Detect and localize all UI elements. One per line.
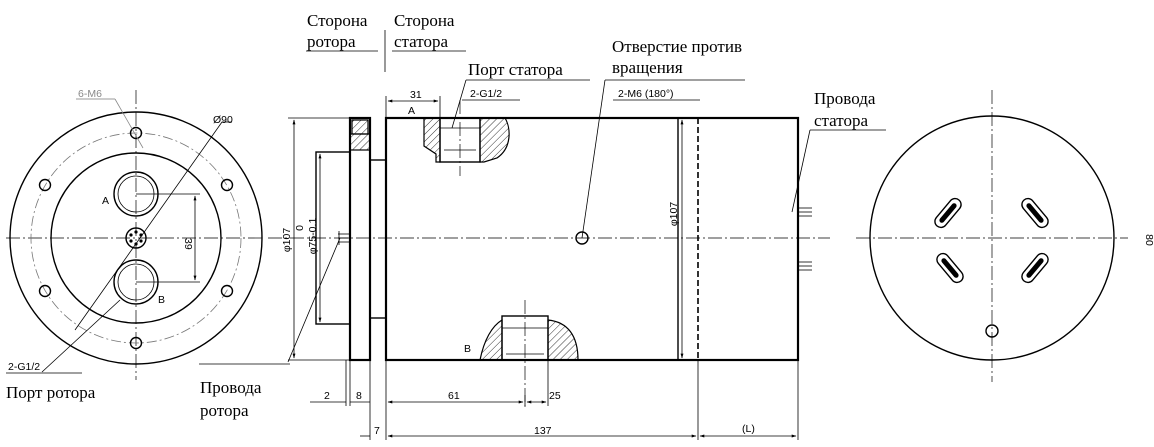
rotor-neck	[369, 159, 387, 319]
dim-31-label: 31	[410, 89, 422, 101]
rotor-side-label-1: Сторона	[307, 11, 368, 30]
bolt-circle	[30, 132, 242, 344]
rotor-flange	[348, 116, 372, 362]
stator-port-a-section	[423, 117, 441, 163]
stator-end-circle	[869, 115, 1115, 361]
spacing-39-label: 39	[182, 238, 194, 250]
stator-port-label: Порт статора	[468, 60, 563, 79]
dim-25-label: 25	[549, 390, 561, 402]
bolt-hole	[38, 178, 52, 192]
dia-75-label: φ75-0.1	[307, 218, 319, 255]
anti-rotation-label-1: Отверстие против	[612, 37, 742, 56]
side-view: Сторона ротора Сторона статора	[199, 11, 886, 440]
dim-80-label: 80	[1143, 234, 1154, 246]
stator-end-view: 80	[856, 90, 1154, 382]
wire-slots	[934, 197, 1049, 284]
rotor-port-label: Порт ротора	[6, 383, 96, 402]
dim-7-label: 7	[374, 425, 380, 437]
bolt-hole	[220, 284, 234, 298]
port-a-label: A	[102, 195, 109, 207]
dia-107-left-label: φ107	[281, 228, 293, 252]
bolt-hole	[129, 126, 143, 140]
stator-wires-label-2: статора	[814, 111, 868, 130]
thread-rotor-label: 2-G1/2	[8, 361, 40, 373]
dia-90-label: Ø90	[213, 114, 233, 126]
rotor-wires-label-2: ротора	[200, 401, 249, 420]
center-connector	[125, 227, 147, 249]
rotor-wires-label-1: Провода	[200, 378, 262, 397]
bolt-hole	[129, 336, 143, 350]
stator-side-label-1: Сторона	[394, 11, 455, 30]
flange-outer-circle	[9, 111, 263, 365]
stator-port-b-section-right	[547, 319, 579, 361]
port-b-label: B	[158, 294, 165, 306]
bolt-hole	[38, 284, 52, 298]
stator-port-b-section	[479, 318, 503, 361]
anti-rotation-hole-end	[985, 324, 999, 338]
dim-L-label: (L)	[742, 423, 755, 435]
stator-wires-label-1: Провода	[814, 89, 876, 108]
rotor-side-label-2: ротора	[307, 32, 356, 51]
stator-body	[384, 116, 800, 362]
thread-stator-label: 2-G1/2	[470, 88, 502, 100]
zero-label: 0	[294, 225, 306, 231]
anti-rotation-label-2: вращения	[612, 58, 683, 77]
dim-137-label: 137	[534, 425, 552, 437]
rotor-end-view: 39 Ø90 2-G1/2 Порт ротора 6-M6 A B	[6, 88, 263, 402]
dim-61-label: 61	[448, 390, 460, 402]
stator-port-b-letter: B	[464, 343, 471, 355]
anti-rotation-hole	[575, 231, 589, 245]
stator-port-a-letter: A	[408, 105, 415, 117]
stator-side-label-2: статора	[394, 32, 448, 51]
dim-8-label: 8	[356, 390, 362, 402]
dim-2-label: 2	[324, 390, 330, 402]
body-circle	[50, 152, 222, 324]
holes-6m6-label: 6-M6	[78, 88, 102, 100]
dia-107-body-label: φ107	[668, 202, 680, 226]
stator-port-a-section-right	[479, 117, 510, 163]
bolt-hole	[220, 178, 234, 192]
stator-wires	[798, 207, 812, 271]
anti-rotation-thread-label: 2-M6 (180°)	[618, 88, 674, 100]
